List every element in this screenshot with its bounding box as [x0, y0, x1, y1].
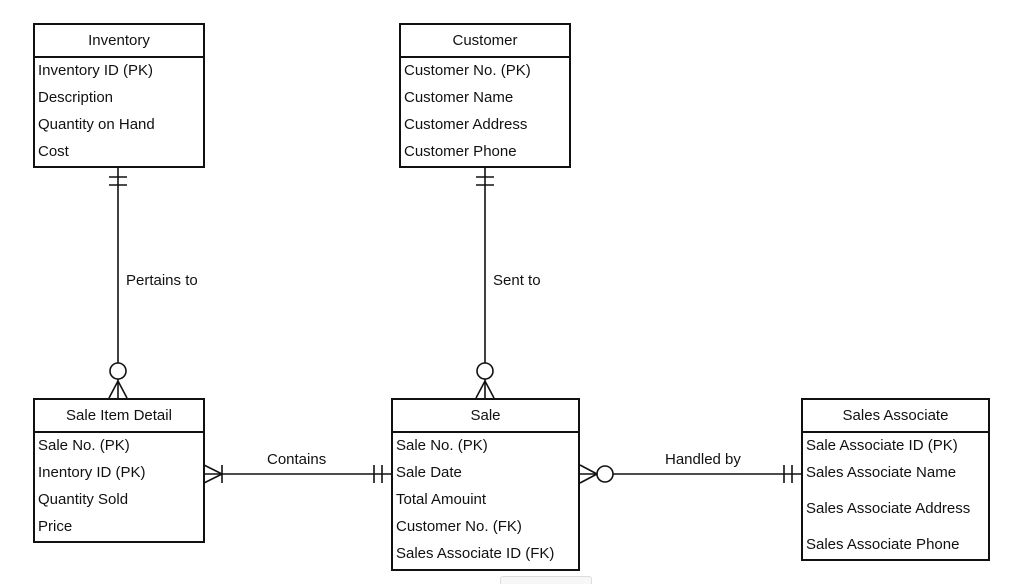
- entity-attribute: Customer Address: [404, 116, 528, 133]
- crow-foot: [108, 380, 119, 399]
- entity-attribute: Sales Associate Name: [806, 464, 957, 481]
- entity-attribute: Sales Associate Address: [806, 500, 971, 517]
- connector-sale-sales-associate: [579, 464, 801, 484]
- entity-title: Inventory: [35, 25, 203, 58]
- entity-attribute: Customer No. (PK): [404, 62, 531, 79]
- entity-attribute: Sale No. (PK): [396, 437, 488, 454]
- entity-attribute: Sales Associate ID (FK): [396, 545, 555, 562]
- entity-attribute: Inentory ID (PK): [38, 464, 146, 481]
- connector-inventory-sale-item-detail: [108, 167, 128, 399]
- entity-attribute: Sale Date: [396, 464, 462, 481]
- entity-attribute: Cost: [38, 143, 69, 160]
- relationship-label-contains: Contains: [267, 451, 327, 468]
- entity-attribute: Quantity Sold: [38, 491, 129, 508]
- relationship-label-handled-by: Handled by: [665, 451, 741, 468]
- crow-foot: [203, 473, 223, 484]
- crow-foot: [117, 380, 128, 399]
- connector-customer-sale: [475, 167, 495, 399]
- entity-attribute: Total Amouint: [396, 491, 487, 508]
- zero-marker-circle: [596, 465, 614, 483]
- entity-sales-associate[interactable]: Sales Associate Sale Associate ID (PK) S…: [801, 398, 990, 561]
- entity-attribute: Price: [38, 518, 73, 535]
- entity-sale-item-detail[interactable]: Sale Item Detail Sale No. (PK) Inentory …: [33, 398, 205, 543]
- zero-marker-circle: [109, 362, 127, 380]
- entity-attribute: Sale Associate ID (PK): [806, 437, 958, 454]
- relationship-label-pertains-to: Pertains to: [126, 272, 198, 289]
- entity-inventory[interactable]: Inventory Inventory ID (PK) Description …: [33, 23, 205, 168]
- entity-attribute: Quantity on Hand: [38, 116, 155, 133]
- crow-foot: [579, 473, 598, 484]
- entity-title: Sale: [393, 400, 578, 433]
- entity-attribute: Customer Name: [404, 89, 514, 106]
- relationship-label-sent-to: Sent to: [493, 272, 541, 289]
- crow-foot: [579, 464, 598, 475]
- crow-foot: [484, 380, 495, 399]
- entity-attribute: Sales Associate Phone: [806, 536, 960, 553]
- entity-attribute: Customer Phone: [404, 143, 517, 160]
- entity-title: Sale Item Detail: [35, 400, 203, 433]
- entity-sale[interactable]: Sale Sale No. (PK) Sale Date Total Amoui…: [391, 398, 580, 571]
- entity-attribute: Description: [38, 89, 114, 106]
- entity-attribute: Sale No. (PK): [38, 437, 130, 454]
- crow-foot: [203, 464, 223, 475]
- zero-marker-circle: [476, 362, 494, 380]
- entity-customer[interactable]: Customer Customer No. (PK) Customer Name…: [399, 23, 571, 168]
- connector-sale-item-detail-sale: [203, 464, 391, 484]
- entity-title: Sales Associate: [803, 400, 988, 433]
- bottom-edge-tab: [500, 576, 592, 584]
- entity-attribute: Customer No. (FK): [396, 518, 522, 535]
- entity-title: Customer: [401, 25, 569, 58]
- crow-foot: [475, 380, 486, 399]
- entity-attribute: Inventory ID (PK): [38, 62, 154, 79]
